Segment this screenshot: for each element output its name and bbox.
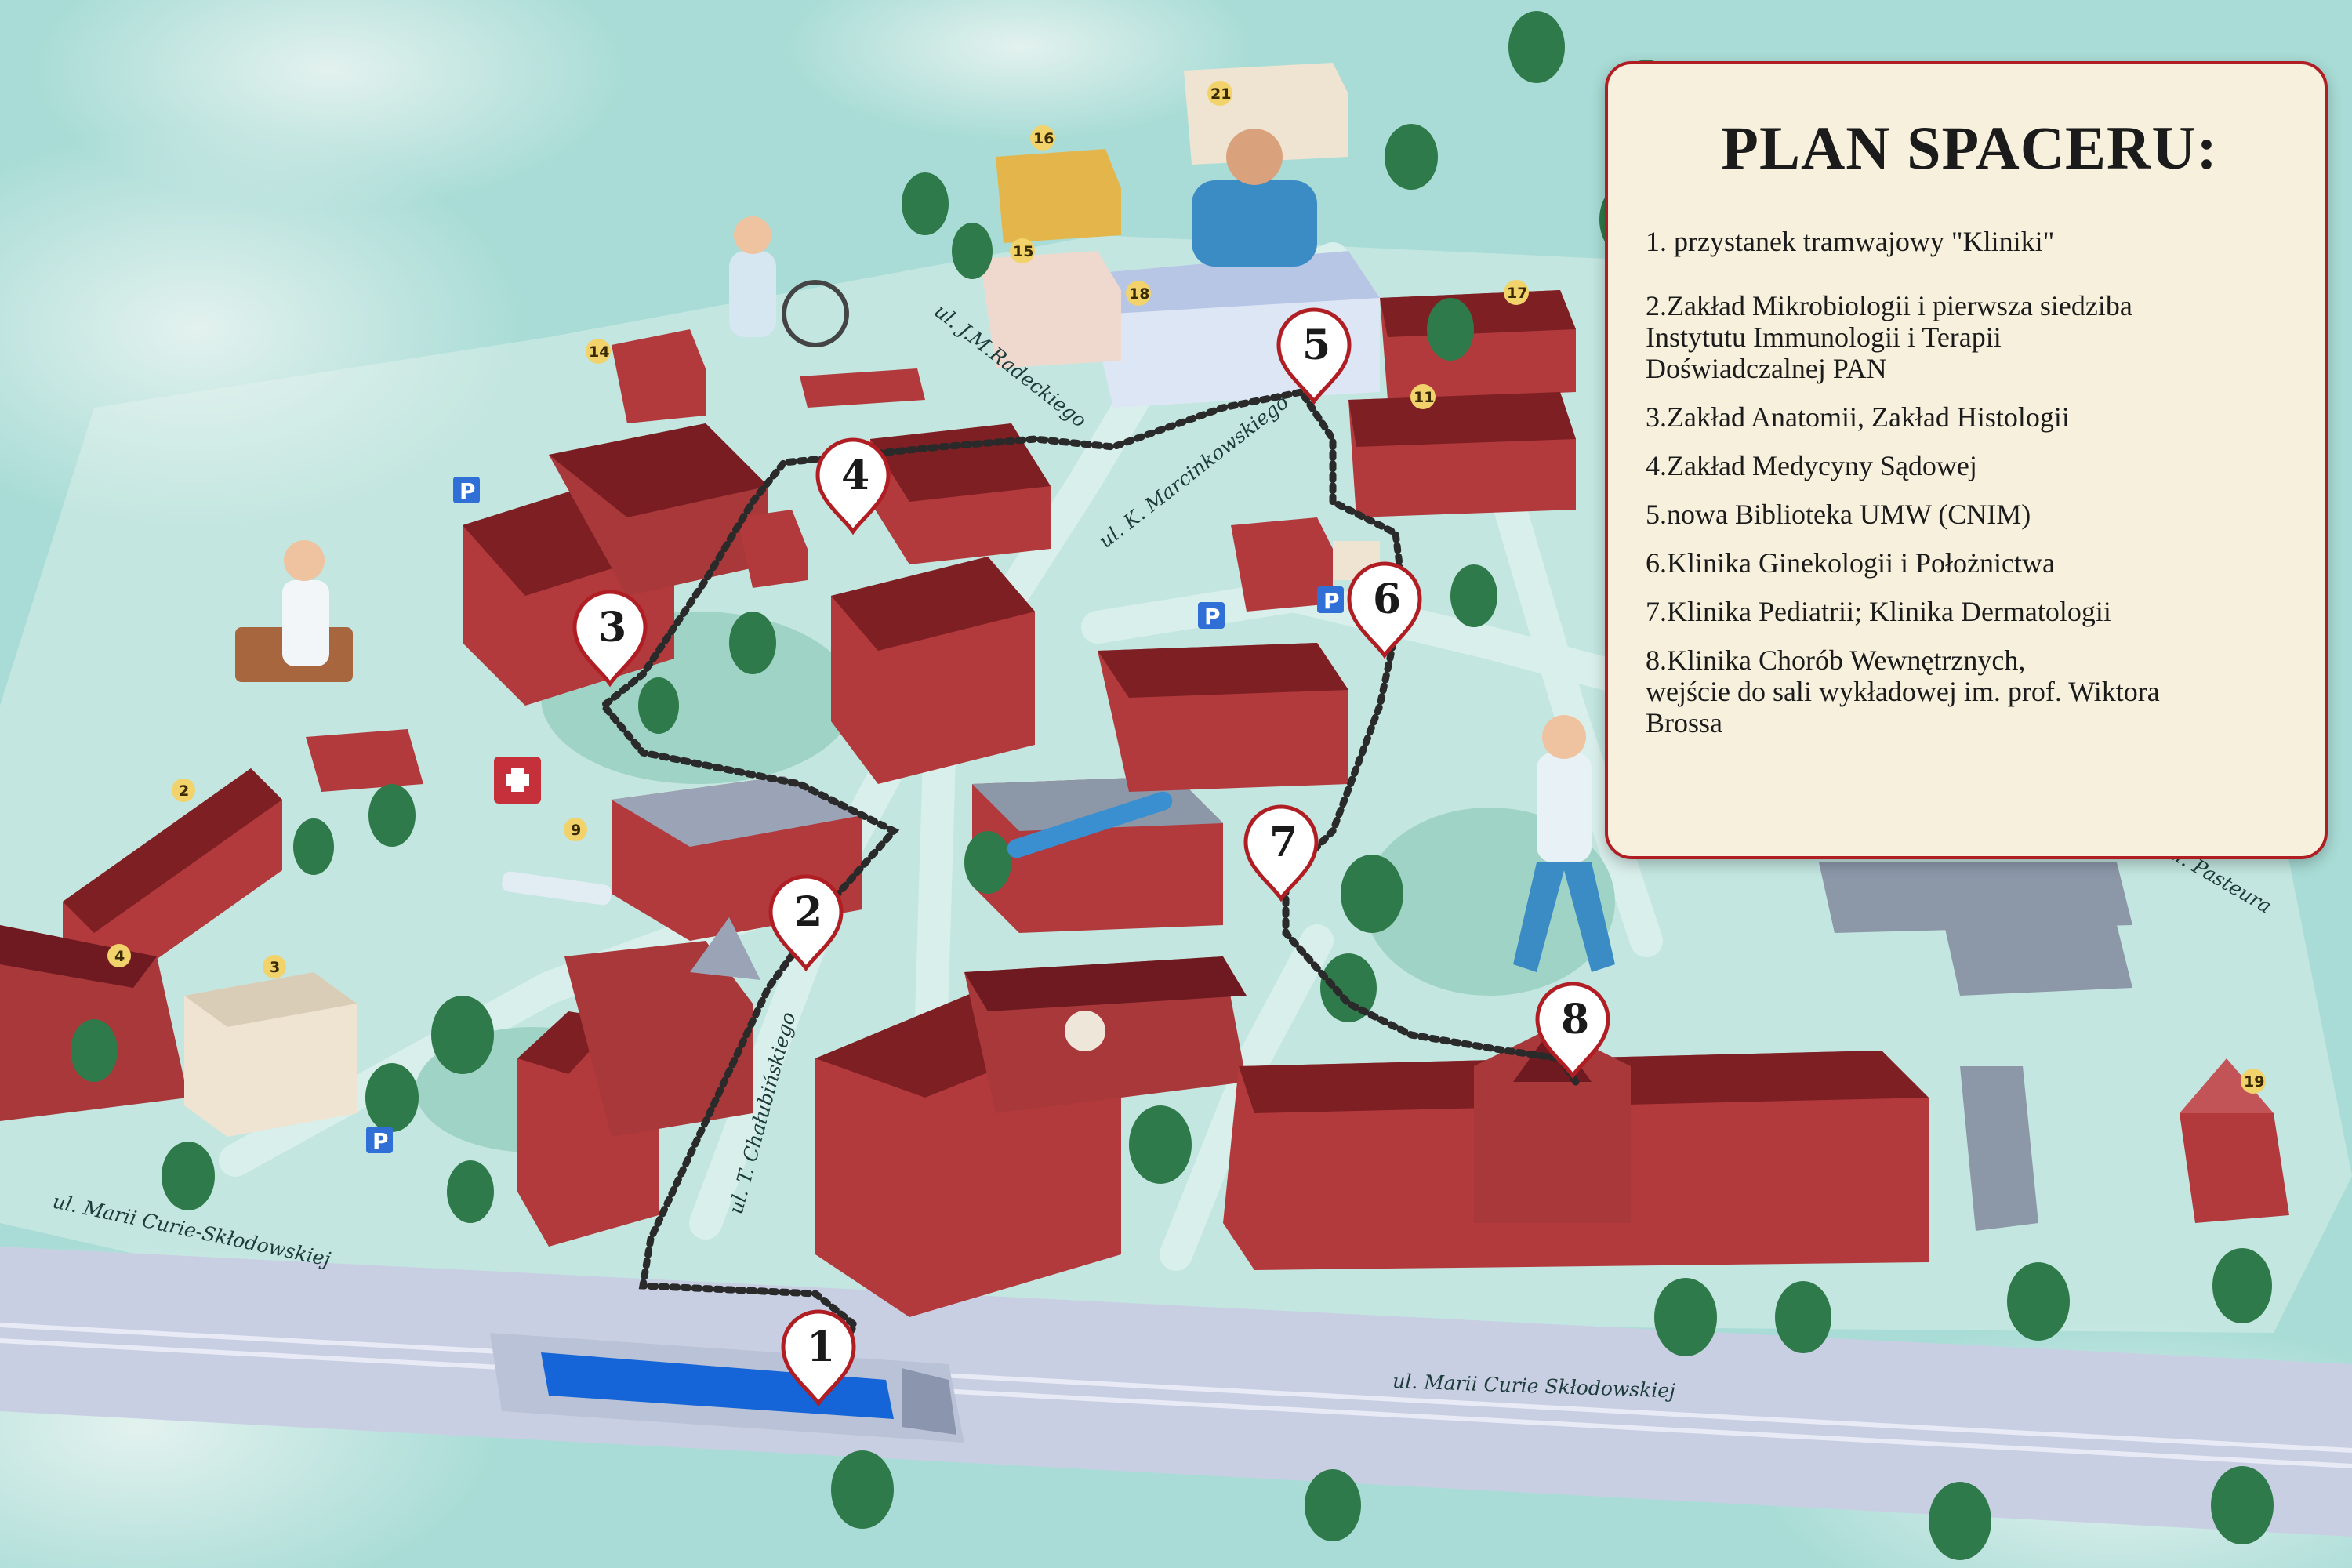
building-beige-tower	[184, 972, 357, 1137]
legend-item-6: 6.Klinika Ginekologii i Położnictwa	[1646, 547, 2055, 579]
building-number-labels: 2 3 4 9 11 14 15 16 17 18 19 21	[107, 81, 2266, 1094]
legend-item-8: 8.Klinika Chorób Wewnętrznych, wejście d…	[1646, 644, 2160, 739]
svg-text:P: P	[1323, 588, 1340, 614]
svg-text:3: 3	[598, 604, 626, 652]
svg-text:9: 9	[571, 822, 581, 839]
building-number-19: 19	[2241, 1069, 2266, 1094]
route-marker-8[interactable]: 8	[1535, 982, 1610, 1080]
building-pathology	[831, 557, 1035, 784]
svg-text:1: 1	[807, 1323, 835, 1371]
svg-text:16: 16	[1033, 130, 1054, 147]
svg-text:3: 3	[270, 959, 280, 976]
route-markers: 1 2 3 4 5 6 7 8	[572, 307, 1610, 1407]
svg-text:6: 6	[1373, 575, 1401, 623]
route-marker-4[interactable]: 4	[815, 437, 891, 535]
svg-text:5: 5	[1302, 321, 1330, 369]
walking-route	[598, 387, 1580, 1384]
svg-text:7: 7	[1269, 818, 1298, 866]
skull-illustration	[1065, 1011, 1105, 1051]
svg-text:2: 2	[794, 888, 822, 936]
building-number-4: 4	[107, 944, 131, 967]
svg-text:P: P	[1204, 604, 1221, 630]
route-marker-6[interactable]: 6	[1347, 561, 1422, 659]
svg-text:11: 11	[1414, 389, 1434, 406]
svg-text:17: 17	[1507, 285, 1527, 302]
doctor-on-bench-illustration	[235, 540, 353, 682]
building-14	[612, 329, 925, 423]
svg-text:18: 18	[1129, 285, 1149, 303]
building-right-grey	[1819, 862, 2132, 1231]
route-marker-2[interactable]: 2	[768, 874, 844, 972]
building-19	[2180, 1058, 2289, 1223]
svg-text:15: 15	[1013, 243, 1033, 260]
parking-signs: P P P P	[366, 477, 1344, 1154]
parking-sign: P	[1317, 586, 1344, 614]
svg-text:21: 21	[1210, 85, 1231, 103]
professor-reading-illustration	[1192, 129, 1317, 267]
building-number-21: 21	[1207, 81, 1232, 106]
building-number-16: 16	[1030, 125, 1055, 151]
building-number-9: 9	[564, 818, 587, 841]
parking-sign: P	[366, 1127, 393, 1154]
building-number-18: 18	[1126, 281, 1151, 306]
route-marker-5[interactable]: 5	[1276, 307, 1352, 405]
legend-title: PLAN SPACERU:	[1721, 114, 2218, 182]
doctor-figure-illustration	[1513, 715, 1615, 972]
svg-text:14: 14	[589, 343, 609, 361]
building-forensic	[737, 423, 1051, 588]
route-marker-7[interactable]: 7	[1243, 804, 1319, 902]
tram-tracks	[0, 1323, 2352, 1468]
legend-item-4: 4.Zakład Medycyny Sądowej	[1646, 450, 1977, 481]
nurse-wheelchair-illustration	[729, 216, 849, 347]
parking-sign: P	[1198, 602, 1225, 630]
svg-text:P: P	[372, 1128, 389, 1154]
thermometer-illustration	[1007, 791, 1173, 858]
main-road	[0, 1247, 2352, 1537]
syringe-illustration	[502, 871, 612, 906]
route-marker-3[interactable]: 3	[572, 590, 648, 688]
legend-item-2: 2.Zakład Mikrobiologii i pierwsza siedzi…	[1646, 290, 2132, 384]
building-library	[980, 251, 1380, 408]
legend-item-1: 1. przystanek tramwajowy "Kliniki"	[1646, 226, 2055, 257]
route-marker-1[interactable]: 1	[781, 1309, 856, 1407]
building-center-bottom	[815, 956, 1247, 1317]
legend-item-3: 3.Zakład Anatomii, Zakład Histologii	[1646, 401, 2070, 433]
building-church-cluster	[517, 917, 760, 1247]
parking-sign: P	[453, 477, 480, 504]
building-internal-medicine	[1223, 1027, 1929, 1270]
svg-text:4: 4	[114, 948, 125, 965]
building-number-3: 3	[263, 955, 286, 978]
building-pediatrics	[972, 643, 1348, 933]
building-number-11: 11	[1410, 384, 1436, 409]
building-number-17: 17	[1504, 280, 1529, 305]
building-number-14: 14	[586, 339, 611, 364]
svg-text:8: 8	[1561, 996, 1589, 1044]
legend-panel: PLAN SPACERU: 1. przystanek tramwajowy "…	[1605, 61, 2328, 859]
legend-list: 1. przystanek tramwajowy "Kliniki" 2.Zak…	[1646, 226, 2293, 739]
trees	[71, 11, 2274, 1560]
svg-text:4: 4	[841, 452, 869, 499]
building-pharmacy	[306, 729, 541, 804]
building-number-2: 2	[172, 779, 195, 802]
building-number-15: 15	[1010, 238, 1035, 263]
svg-text:2: 2	[179, 782, 189, 800]
legend-item-5: 5.nowa Biblioteka UMW (CNIM)	[1646, 499, 2031, 530]
legend-item-7: 7.Klinika Pediatrii; Klinika Dermatologi…	[1646, 596, 2111, 627]
svg-text:P: P	[459, 478, 476, 504]
svg-text:19: 19	[2244, 1073, 2264, 1091]
